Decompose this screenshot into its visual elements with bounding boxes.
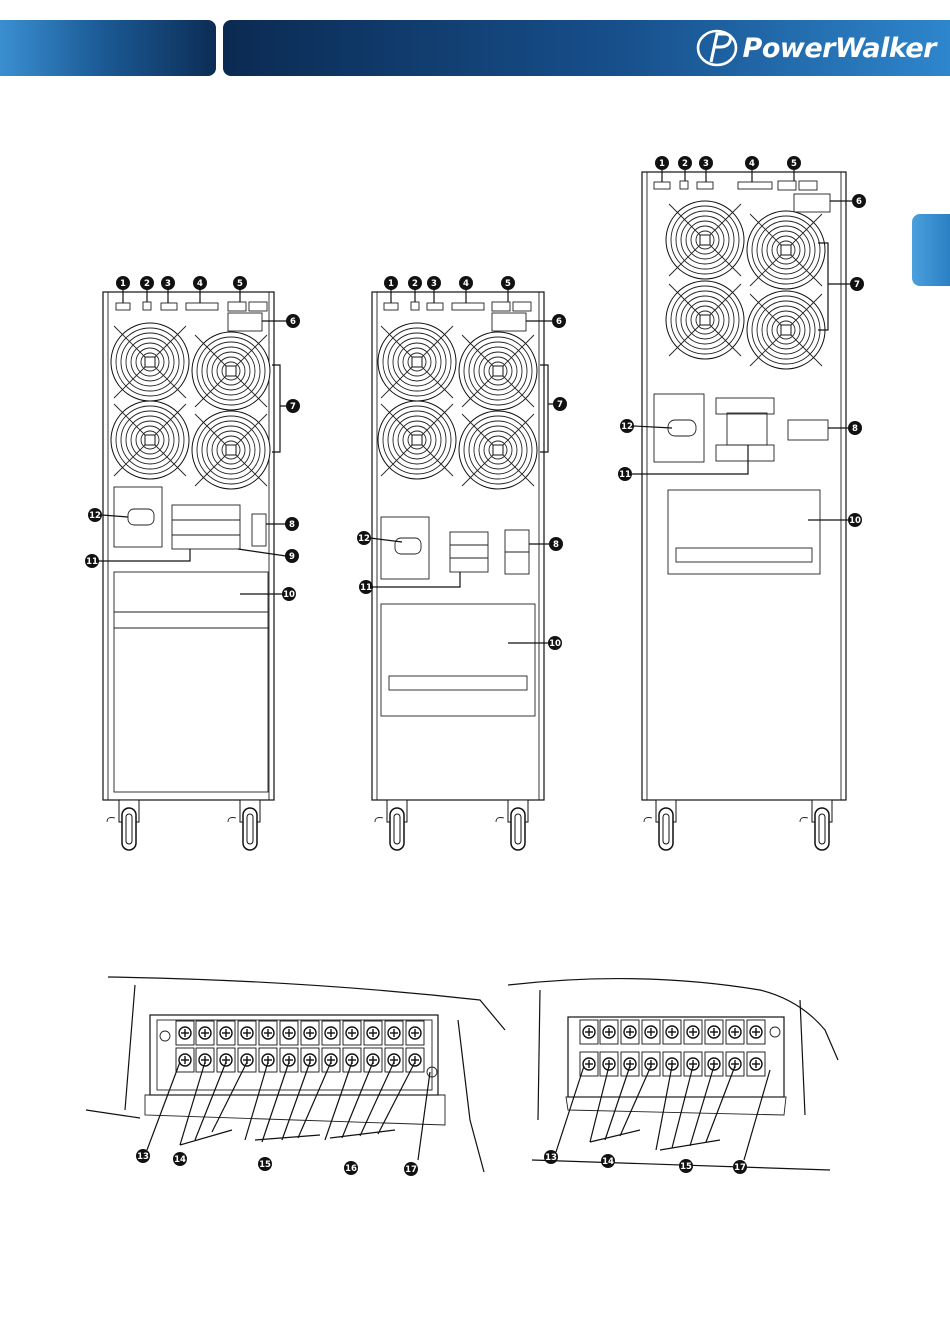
svg-text:4: 4 <box>749 159 755 169</box>
svg-text:7: 7 <box>854 280 860 290</box>
callout-16: 16 <box>344 1161 358 1175</box>
callout-2: 2 <box>678 156 692 170</box>
svg-text:10: 10 <box>849 516 861 526</box>
callout-11: 11 <box>85 554 99 568</box>
terminal-block-2 <box>508 979 838 1170</box>
terminal-block-1 <box>86 977 505 1172</box>
callout-5: 5 <box>233 276 247 290</box>
callout-10: 10 <box>848 513 862 527</box>
callout-12: 12 <box>88 508 102 522</box>
callout-7: 7 <box>850 277 864 291</box>
svg-text:8: 8 <box>289 520 295 530</box>
svg-text:13: 13 <box>137 1152 149 1162</box>
svg-text:11: 11 <box>360 583 372 593</box>
svg-text:5: 5 <box>505 279 511 289</box>
svg-text:13: 13 <box>545 1153 557 1163</box>
callout-7: 7 <box>553 397 567 411</box>
svg-text:15: 15 <box>680 1162 692 1172</box>
callout-14: 14 <box>601 1154 615 1168</box>
callout-17: 17 <box>404 1162 418 1176</box>
callout-4: 4 <box>459 276 473 290</box>
svg-text:14: 14 <box>174 1155 186 1165</box>
callout-5: 5 <box>501 276 515 290</box>
callout-8: 8 <box>549 537 563 551</box>
callout-15: 15 <box>679 1159 693 1173</box>
callout-6: 6 <box>552 314 566 328</box>
callout-8: 8 <box>848 421 862 435</box>
callout-17: 17 <box>733 1160 747 1174</box>
callout-2: 2 <box>140 276 154 290</box>
callout-3: 3 <box>699 156 713 170</box>
svg-text:8: 8 <box>553 540 559 550</box>
callout-12: 12 <box>620 419 634 433</box>
callout-14: 14 <box>173 1152 187 1166</box>
svg-text:7: 7 <box>557 400 563 410</box>
svg-text:2: 2 <box>144 279 150 289</box>
callout-7: 7 <box>286 399 300 413</box>
svg-text:4: 4 <box>463 279 469 289</box>
callout-5: 5 <box>787 156 801 170</box>
svg-text:3: 3 <box>703 159 709 169</box>
svg-text:1: 1 <box>388 279 394 289</box>
callout-13: 13 <box>136 1149 150 1163</box>
svg-text:8: 8 <box>852 424 858 434</box>
ups-unit-1-rear-view <box>103 292 274 850</box>
callout-1: 1 <box>384 276 398 290</box>
svg-text:17: 17 <box>405 1165 417 1175</box>
callout-10: 10 <box>282 587 296 601</box>
svg-text:3: 3 <box>431 279 437 289</box>
svg-text:14: 14 <box>602 1157 614 1167</box>
callout-2: 2 <box>408 276 422 290</box>
callout-15: 15 <box>258 1157 272 1171</box>
callout-11: 11 <box>618 467 632 481</box>
callout-3: 3 <box>161 276 175 290</box>
ups-unit-3-rear-view <box>642 172 846 850</box>
svg-text:17: 17 <box>734 1163 746 1173</box>
callout-13: 13 <box>544 1150 558 1164</box>
svg-text:3: 3 <box>165 279 171 289</box>
svg-text:6: 6 <box>556 317 562 327</box>
callout-8: 8 <box>285 517 299 531</box>
callout-12: 12 <box>357 531 371 545</box>
svg-text:4: 4 <box>197 279 203 289</box>
svg-text:6: 6 <box>290 317 296 327</box>
svg-text:6: 6 <box>856 197 862 207</box>
callout-11: 11 <box>359 580 373 594</box>
svg-text:5: 5 <box>237 279 243 289</box>
svg-text:7: 7 <box>290 402 296 412</box>
svg-text:12: 12 <box>621 422 633 432</box>
callout-9: 9 <box>285 549 299 563</box>
callout-3: 3 <box>427 276 441 290</box>
svg-text:2: 2 <box>412 279 418 289</box>
svg-text:11: 11 <box>86 557 98 567</box>
svg-text:1: 1 <box>659 159 665 169</box>
callout-1: 1 <box>655 156 669 170</box>
svg-text:12: 12 <box>358 534 370 544</box>
svg-text:1: 1 <box>120 279 126 289</box>
svg-text:9: 9 <box>289 552 295 562</box>
svg-text:16: 16 <box>345 1164 357 1174</box>
svg-text:10: 10 <box>549 639 561 649</box>
svg-text:15: 15 <box>259 1160 271 1170</box>
callout-4: 4 <box>745 156 759 170</box>
ups-unit-2-rear-view <box>372 292 544 850</box>
callout-6: 6 <box>286 314 300 328</box>
svg-text:11: 11 <box>619 470 631 480</box>
callout-4: 4 <box>193 276 207 290</box>
svg-text:12: 12 <box>89 511 101 521</box>
svg-text:5: 5 <box>791 159 797 169</box>
callout-10: 10 <box>548 636 562 650</box>
callout-6: 6 <box>852 194 866 208</box>
callout-1: 1 <box>116 276 130 290</box>
svg-text:2: 2 <box>682 159 688 169</box>
svg-text:10: 10 <box>283 590 295 600</box>
